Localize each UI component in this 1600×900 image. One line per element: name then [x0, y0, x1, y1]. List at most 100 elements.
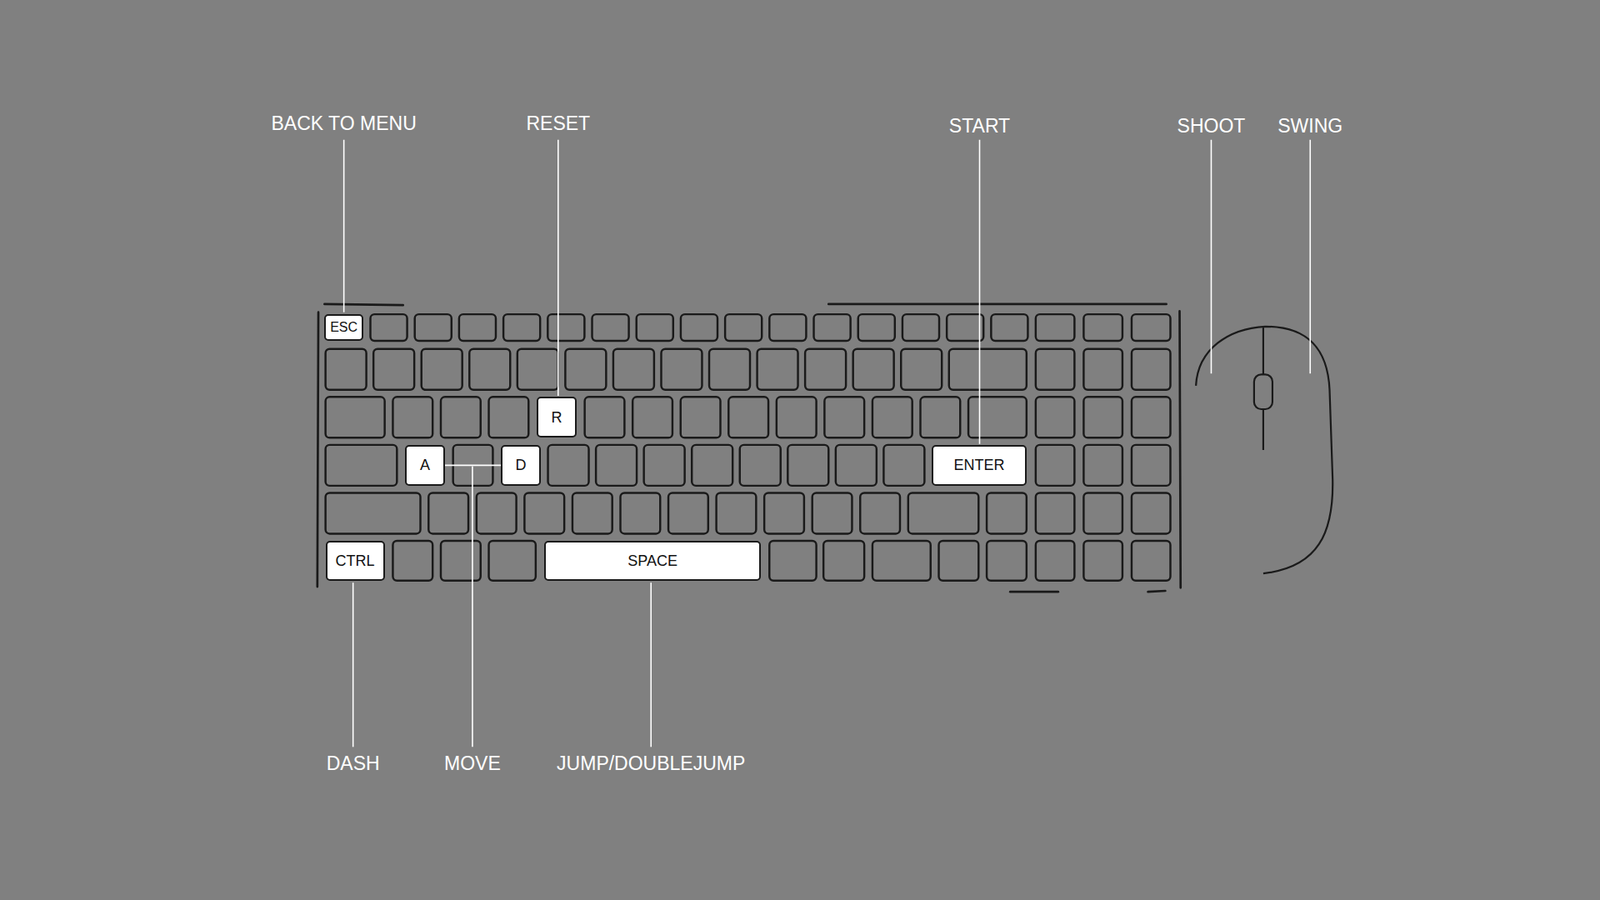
key-outline	[1131, 396, 1171, 438]
key-outline	[325, 445, 398, 486]
key-outline	[740, 445, 781, 486]
key-outline	[415, 314, 452, 341]
key-cap: SPACE	[544, 540, 762, 581]
key-outline	[787, 445, 829, 486]
key-outline	[524, 492, 565, 534]
control-label: START	[949, 115, 1010, 135]
housing-stroke	[1010, 590, 1059, 594]
control-label: BACK TO MENU	[271, 114, 417, 134]
key-label: D	[515, 457, 527, 473]
key-outline	[776, 396, 817, 438]
key-outline	[572, 492, 613, 534]
key-outline	[595, 445, 637, 486]
leader-lines	[344, 140, 1311, 748]
key-outline	[1083, 349, 1123, 390]
key-outline	[728, 396, 769, 438]
key-outline	[1131, 492, 1171, 534]
key-outline	[1083, 540, 1123, 581]
housing-stroke	[828, 303, 1166, 306]
key-outline	[1035, 349, 1075, 390]
housing-stroke	[324, 304, 403, 305]
key-outline	[1035, 492, 1075, 534]
key-label: R	[550, 410, 562, 425]
key-cap: ESC	[324, 314, 364, 341]
control-label: SWING	[1277, 115, 1343, 135]
key-outline	[503, 314, 540, 341]
mouse-illustration	[1195, 326, 1333, 574]
leader-line	[557, 140, 560, 396]
key-outline	[986, 540, 1027, 581]
key-outline	[860, 492, 900, 534]
key-outline	[757, 349, 799, 390]
leader-line	[471, 466, 474, 748]
key-outline	[814, 314, 851, 341]
key-cap: A	[405, 445, 445, 486]
key-outline	[946, 314, 984, 341]
key-outline	[902, 314, 940, 341]
key-outline	[1083, 314, 1123, 341]
key-label: SPACE	[627, 553, 678, 569]
key-outline	[668, 492, 709, 534]
key-outline	[805, 349, 846, 390]
leader-line	[1210, 140, 1213, 374]
mouse-body	[1195, 326, 1333, 574]
key-outline	[1035, 540, 1075, 581]
key-label: ENTER	[953, 457, 1005, 473]
key-outline	[548, 445, 590, 486]
key-outline	[968, 396, 1027, 438]
move-connector	[445, 465, 501, 467]
key-outline	[1131, 349, 1171, 390]
key-outline	[691, 445, 733, 486]
key-outline	[373, 349, 415, 390]
housing-stroke	[1148, 590, 1166, 592]
control-label: MOVE	[444, 753, 501, 773]
key-outline	[764, 492, 805, 534]
key-outline	[823, 540, 865, 581]
keyboard-housing	[317, 304, 1181, 592]
key-outline	[1131, 540, 1171, 581]
key-outline	[883, 445, 925, 486]
key-outline	[459, 314, 496, 341]
key-label: A	[420, 457, 430, 473]
key-outline	[986, 492, 1027, 534]
key-outline	[585, 396, 625, 438]
leader-line	[343, 140, 345, 313]
key-outline	[812, 492, 853, 534]
key-cap: D	[500, 445, 541, 486]
key-outline	[1083, 445, 1123, 486]
key-outline	[1083, 396, 1123, 438]
key-outline	[824, 396, 865, 438]
key-outline	[1035, 396, 1075, 438]
leader-line	[650, 582, 652, 747]
key-outline	[489, 540, 536, 581]
key-outline	[990, 314, 1028, 341]
key-outline	[565, 349, 606, 390]
key-outline	[613, 349, 655, 390]
key-outline	[547, 314, 585, 341]
key-label: ESC	[330, 320, 358, 335]
leader-line	[352, 582, 355, 747]
key-outline	[900, 349, 942, 390]
key-outline	[680, 314, 718, 341]
key-outline	[660, 349, 702, 390]
key-outline	[489, 396, 530, 438]
key-outline	[853, 349, 895, 390]
key-outline	[421, 349, 463, 390]
leader-line	[1309, 140, 1311, 374]
key-outline	[440, 396, 481, 438]
key-outline	[725, 314, 762, 341]
control-label: SHOOT	[1177, 115, 1246, 135]
key-outline	[392, 540, 433, 581]
key-outline	[716, 492, 757, 534]
key-outline	[592, 314, 630, 341]
housing-stroke	[1180, 310, 1181, 588]
key-outline	[1131, 445, 1171, 486]
key-outline	[680, 396, 721, 438]
mouse-wheel	[1254, 374, 1273, 410]
key-outline	[1083, 492, 1123, 534]
key-cap: R	[536, 396, 577, 438]
key-outline	[1131, 314, 1171, 341]
key-outline	[1035, 314, 1075, 341]
